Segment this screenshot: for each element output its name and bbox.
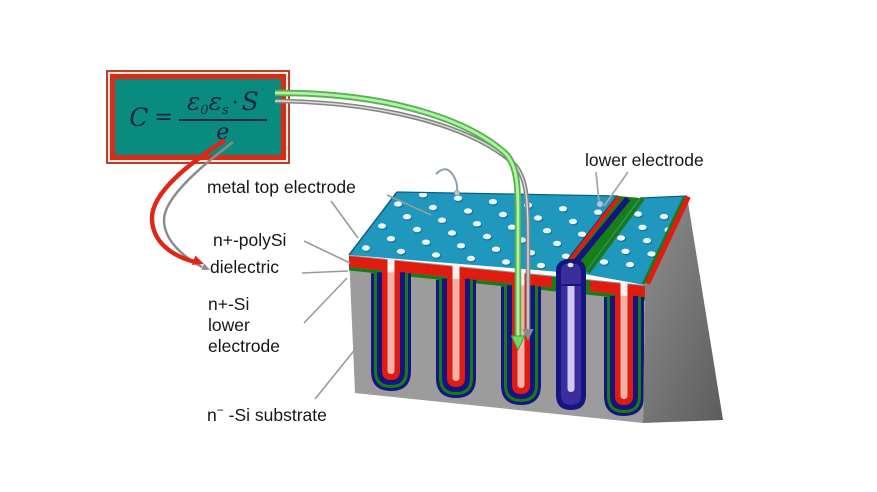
substrate-front-face — [349, 255, 645, 423]
formula-numerator: ε0εs·S — [178, 89, 267, 121]
top-contact-pin-icon — [435, 168, 460, 196]
formula-lhs: C — [129, 102, 149, 132]
block-edges — [348, 191, 691, 285]
formula-arrow-gray — [274, 98, 534, 341]
formula-equals: = — [154, 104, 173, 130]
pointer-line — [303, 277, 348, 324]
buried-contact-trench — [556, 263, 586, 410]
capacitance-formula: C = ε0εs·S e — [129, 89, 267, 144]
capacitor-trench — [501, 269, 541, 405]
surface-groove — [560, 196, 640, 274]
formula-arrow-green — [274, 89, 526, 352]
front-green-layer — [349, 267, 645, 301]
label-substrate: n− -Si substrate — [207, 403, 327, 425]
pointer-line — [330, 200, 359, 239]
formula-fraction: ε0εs·S e — [178, 89, 267, 145]
label-n-plus-polysi: n+-polySi — [213, 230, 287, 250]
contact-post-cap — [567, 262, 574, 268]
substrate-right-face — [643, 196, 723, 423]
top-electrode-surface — [349, 192, 618, 272]
pointer-line — [303, 240, 351, 264]
pointer-line — [386, 194, 432, 216]
pointer-line — [314, 341, 362, 400]
capacitor-trench — [436, 262, 476, 398]
lower-electrode-pointer — [595, 171, 629, 208]
pointer-lines — [301, 194, 432, 400]
front-poly-layer — [349, 256, 645, 297]
top-electrode-surface-right — [584, 196, 687, 285]
capacitor-trench — [371, 256, 411, 391]
groove-detail — [556, 195, 645, 286]
label-dielectric: dielectric — [210, 257, 280, 277]
label-metal-top-electrode: metal top electrode — [207, 177, 356, 197]
contact-dots-left — [361, 192, 604, 270]
capacitance-formula-box: C = ε0εs·S e — [106, 70, 290, 164]
formula-denominator: e — [216, 119, 230, 145]
contact-dots-right — [599, 211, 687, 272]
groove-front-opening — [552, 276, 590, 293]
trench-group — [371, 256, 644, 416]
label-n-plus-si-lower-electrode: n+-Si lower electrode — [208, 294, 280, 356]
pointer-line — [301, 270, 349, 274]
capacitor-trench — [604, 279, 644, 416]
label-lower-electrode: lower electrode — [585, 150, 704, 170]
formula-box-inner: C = ε0εs·S e — [110, 74, 286, 160]
